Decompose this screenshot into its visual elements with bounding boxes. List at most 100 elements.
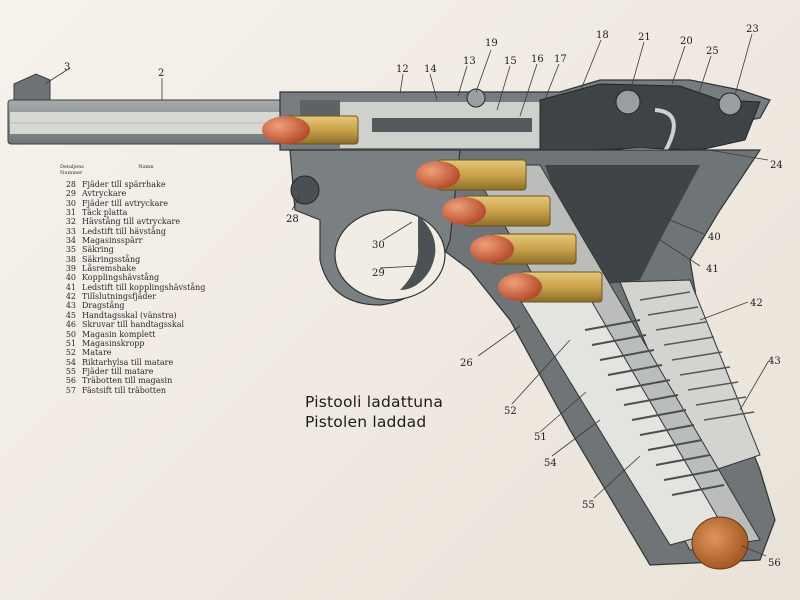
callout-25: 25 — [706, 46, 719, 57]
legend-item-number: 41 — [65, 282, 76, 292]
legend-item-number: 30 — [65, 198, 76, 208]
legend-item: 28 Fjäder till spärrhake — [60, 180, 280, 189]
legend-item-name: Hävstång till avtryckare — [82, 217, 181, 227]
callout-13: 13 — [463, 56, 476, 67]
toggle-link — [466, 83, 761, 227]
legend-item-number: 33 — [65, 226, 76, 236]
title-swedish: Pistolen laddad — [305, 413, 427, 431]
callout-23: 23 — [746, 24, 759, 35]
callout-29: 29 — [372, 268, 385, 279]
legend-item: 32 Hävstång till avtryckare — [60, 217, 280, 226]
callout-26: 26 — [460, 358, 473, 369]
leader-lines — [44, 33, 769, 557]
legend-item: 57 Fästsift till träbotten — [60, 386, 280, 395]
cartridge-chamber — [262, 115, 359, 145]
callout-41: 41 — [706, 264, 719, 275]
legend-item-number: 51 — [65, 338, 76, 348]
callout-21: 21 — [638, 32, 651, 43]
legend-item: 41 Ledstift till kopplingshävstång — [60, 283, 280, 292]
callout-40: 40 — [708, 232, 721, 243]
legend-item-number: 38 — [65, 254, 76, 264]
legend-item-number: 54 — [65, 357, 76, 367]
legend-item-name: Fjäder till avtryckare — [82, 198, 168, 208]
callout-55: 55 — [582, 500, 595, 511]
legend-item-number: 50 — [65, 329, 76, 339]
legend-item: 30 Fjäder till avtryckare — [60, 199, 280, 208]
legend-item-number: 34 — [65, 236, 76, 246]
legend-item-number: 56 — [65, 376, 76, 386]
legend-item-number: 29 — [65, 189, 76, 199]
legend-item-number: 45 — [65, 310, 76, 320]
legend-item-name: Matare — [82, 348, 112, 358]
callout-16: 16 — [531, 54, 544, 65]
legend-item-name: Ledstift till hävstång — [82, 226, 167, 236]
legend-item: 33 Ledstift till hävstång — [60, 227, 280, 236]
callout-15: 15 — [504, 56, 517, 67]
legend-item-name: Tillslutningsfjäder — [82, 292, 157, 302]
legend-item: 34 Magasinsspärr — [60, 236, 280, 245]
cartridge-1 — [416, 159, 527, 191]
callout-56: 56 — [768, 558, 781, 569]
legend-item: 29 Avtryckare — [60, 189, 280, 198]
legend-item-name: Fjäder till spärrhake — [82, 180, 166, 189]
legend-item: 56 Träbotten till magasin — [60, 376, 280, 385]
legend-item: 54 Riktarhylsa till matare — [60, 358, 280, 367]
legend-item-name: Säkringsstång — [82, 254, 141, 264]
magazine-wood-base — [691, 516, 749, 570]
legend-item-number: 40 — [65, 273, 76, 283]
legend-item-name: Riktarhylsa till matare — [82, 357, 174, 367]
legend-item-number: 55 — [65, 366, 76, 376]
legend-item-name: Träbotten till magasin — [82, 376, 173, 386]
barrel — [7, 73, 309, 145]
legend-item-number: 28 — [65, 180, 76, 189]
legend-item: 50 Magasin komplett — [60, 330, 280, 339]
legend-item: 46 Skruvar till handtagsskal — [60, 320, 280, 329]
callout-12: 12 — [396, 64, 409, 75]
callout-42: 42 — [750, 298, 763, 309]
cartridge-2 — [442, 195, 551, 227]
legend-item-name: Skruvar till handtagsskal — [82, 320, 185, 330]
legend-item-name: Magasin komplett — [82, 329, 156, 339]
legend-item-name: Fästsift till träbotten — [82, 385, 166, 395]
legend-rows: 28 Fjäder till spärrhake 29 Avtryckare 30 Fjä… — [60, 180, 280, 395]
title-finnish: Pistooli ladattuna — [305, 393, 444, 411]
callout-54: 54 — [544, 458, 557, 469]
legend-item-number: 35 — [65, 245, 76, 255]
legend-item-name: Ledstift till kopplingshävstång — [82, 282, 206, 292]
legend-item: 52 Matare — [60, 348, 280, 357]
callout-28: 28 — [286, 214, 299, 225]
legend-header-number: Detaljens Nummer — [60, 164, 84, 176]
callout-17: 17 — [554, 54, 567, 65]
legend-item-name: Täck platta — [82, 208, 128, 218]
legend-item-number: 42 — [65, 292, 76, 302]
callout-numbers: 2 3 12 13 14 15 16 17 18 19 20 21 23 24 … — [64, 24, 783, 569]
callout-3: 3 — [64, 62, 70, 73]
legend-item-number: 32 — [65, 217, 76, 227]
callout-18: 18 — [596, 30, 609, 41]
cartridge-4 — [498, 271, 603, 303]
legend-item: 42 Tillslutningsfjäder — [60, 292, 280, 301]
callout-51: 51 — [534, 432, 547, 443]
legend-item-name: Avtryckare — [82, 189, 127, 199]
callout-30: 30 — [372, 240, 385, 251]
callout-14: 14 — [424, 64, 437, 75]
legend-item-number: 46 — [65, 320, 76, 330]
callout-2: 2 — [158, 68, 164, 79]
legend-item-number: 57 — [65, 385, 76, 395]
callout-20: 20 — [680, 36, 693, 47]
callout-43: 43 — [768, 356, 781, 367]
legend-item: 31 Täck platta — [60, 208, 280, 217]
legend-item-name: Magasinsspärr — [82, 236, 143, 246]
callout-52: 52 — [504, 406, 517, 417]
cartridges — [262, 115, 603, 303]
legend-item-number: 52 — [65, 348, 76, 358]
legend-item-number: 31 — [65, 208, 76, 218]
legend-item-name: Kopplingshävstång — [82, 273, 160, 283]
cartridge-3 — [470, 233, 577, 265]
